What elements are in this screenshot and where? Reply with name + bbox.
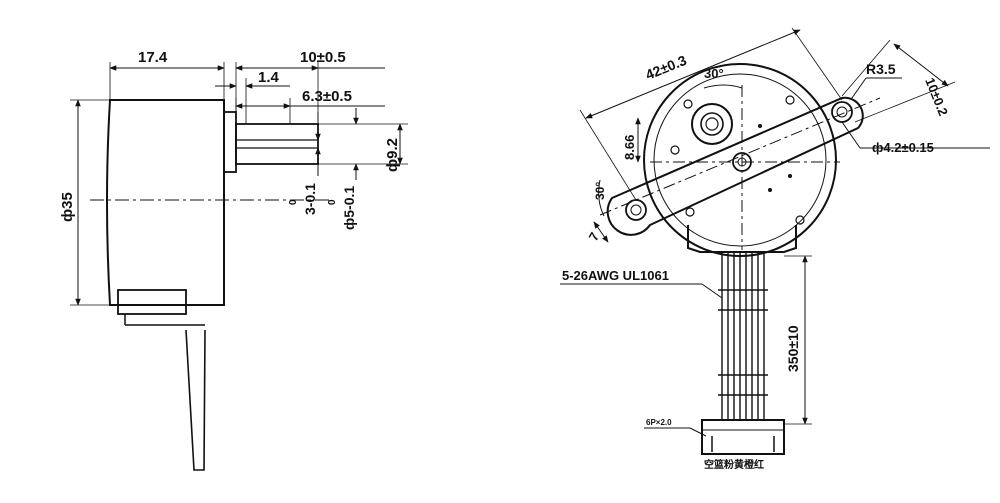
wire-bundle — [718, 252, 768, 420]
dim-angle-side: 30° — [593, 182, 607, 200]
dim-length: 17.4 — [138, 49, 168, 66]
dim-flat-width-tol: 0 — [288, 199, 299, 205]
front-view: 42±0.3 30° R3.5 10±0.2 8.66 ф4.2±0.15 30… — [560, 27, 990, 471]
dim-radius: R3.5 — [866, 61, 896, 77]
dim-mount-hole: ф4.2±0.15 — [872, 140, 934, 155]
motor-front-body — [643, 63, 837, 257]
side-view: 17.4 10±0.5 1.4 6.3±0.5 ф35 ф9.2 0 3-0.1… — [59, 49, 408, 471]
mounting-flange — [606, 96, 864, 236]
dim-step: 1.4 — [258, 69, 280, 86]
front-wire-exit — [687, 225, 797, 253]
motor-boss — [223, 111, 237, 173]
motor-shaft — [235, 123, 319, 165]
dim-flat: 6.3±0.5 — [302, 88, 352, 105]
dim-ear-width: 10±0.2 — [922, 76, 951, 118]
wire-color-code: 空篮粉黄橙红 — [704, 458, 764, 471]
front-shaft-boss — [691, 103, 733, 145]
dim-angle-top: 30° — [704, 66, 724, 81]
dim-shaft-length: 10±0.5 — [300, 49, 346, 66]
side-wire — [185, 329, 206, 471]
dim-shaft-diameter: ф5-0.1 — [341, 186, 357, 230]
dim-wire-length: 350±10 — [785, 325, 801, 372]
motor-body-outline — [106, 99, 225, 306]
dim-shaft-diameter-tol: 0 — [327, 199, 338, 205]
connector — [701, 419, 785, 455]
dim-offset: 8.66 — [622, 135, 637, 160]
connector-spec: 6P×2.0 — [646, 418, 672, 427]
wire-exit-block — [117, 289, 187, 315]
dim-ear-offset: 7 — [586, 230, 603, 244]
dim-boss-diameter: ф9.2 — [384, 138, 401, 172]
wire-spec: 5-26AWG UL1061 — [562, 268, 669, 283]
dim-flat-width: 3-0.1 — [302, 183, 318, 215]
dim-body-diameter: ф35 — [59, 192, 76, 222]
mount-hole-right — [831, 101, 853, 123]
